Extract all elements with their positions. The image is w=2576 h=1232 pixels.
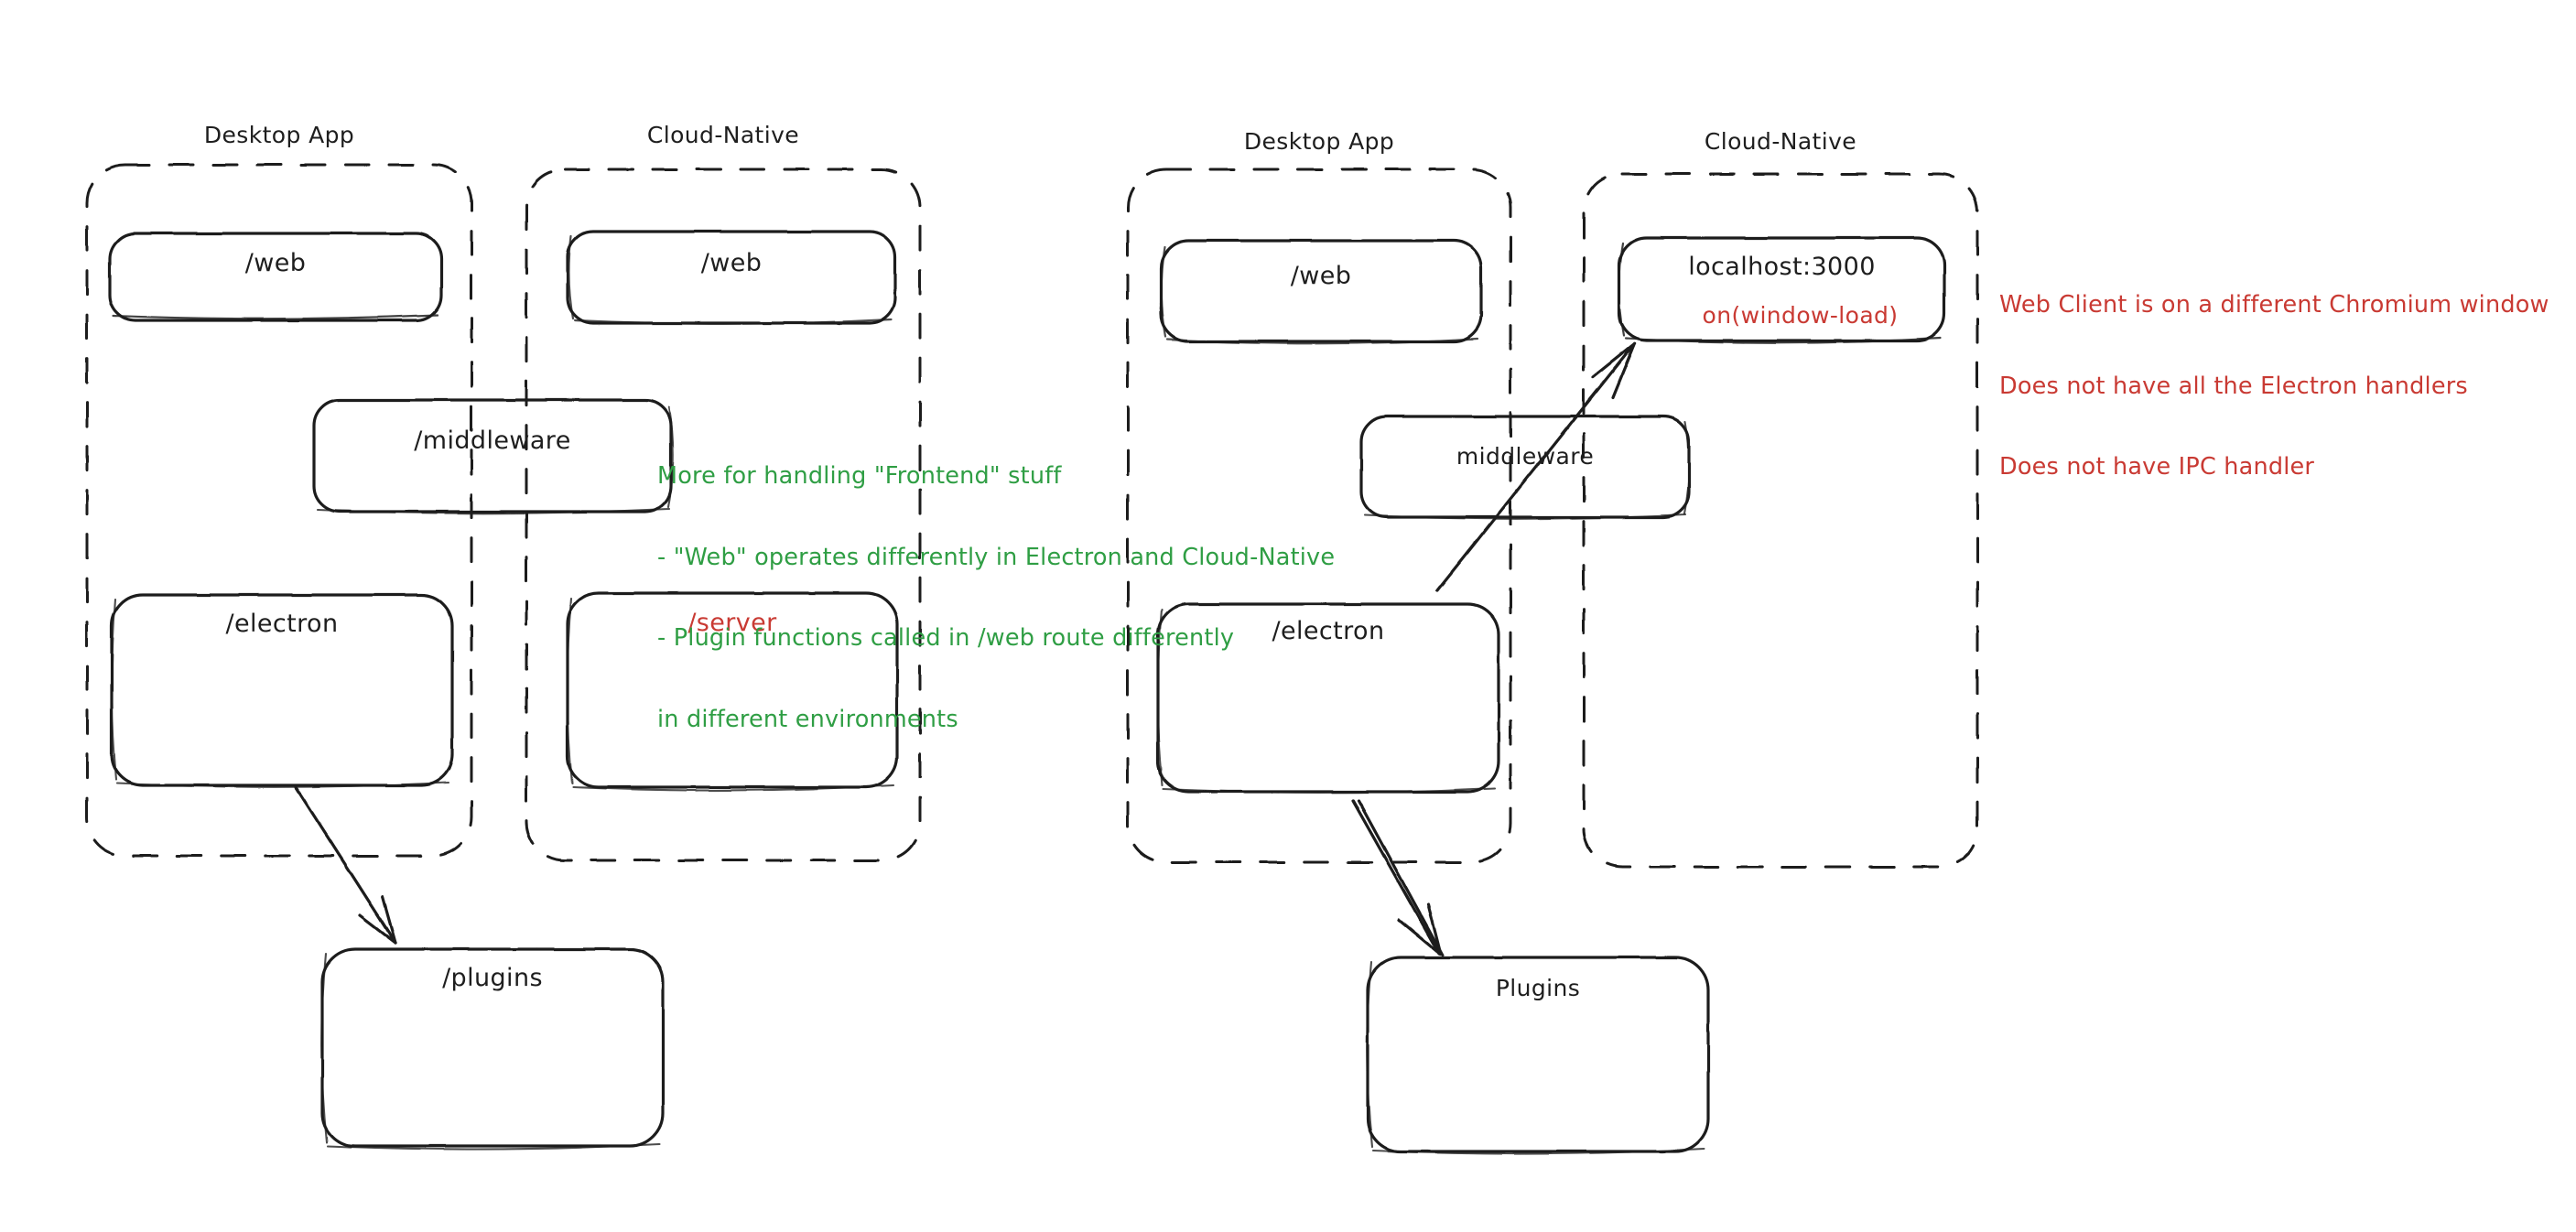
annotation-green-block: More for handling "Frontend" stuff - "We… (657, 409, 1335, 787)
annotation-red-line-1: Web Client is on a different Chromium wi… (1999, 291, 2549, 319)
node-shape-left-cloud-web (566, 230, 897, 325)
node-label-left-electron: /electron (225, 610, 339, 638)
annotation-red-line-2: Does not have all the Electron handlers (1999, 372, 2468, 400)
annotation-red-block: Web Client is on a different Chromium wi… (1999, 238, 2549, 535)
annotation-green-line-3: - Plugin functions called in /web route … (657, 624, 1235, 652)
node-label-right-electron: /electron (1272, 617, 1385, 645)
node-label-left-middleware: /middleware (414, 427, 571, 455)
node-label-left-plugins: /plugins (442, 964, 543, 992)
node-label-right-localhost: localhost:3000 (1688, 253, 1876, 281)
edge-left-electron-to-plugins (294, 785, 397, 945)
annotation-green-line-1: More for handling "Frontend" stuff (657, 462, 1062, 490)
node-label-right-desktop-web: /web (1290, 262, 1352, 290)
node-label-left-cloud-web: /web (700, 249, 763, 277)
node-label-right-plugins: Plugins (1495, 975, 1581, 1001)
edge-right-electron-to-localhost (1435, 341, 1637, 592)
annotation-red-line-3: Does not have IPC handler (1999, 453, 2315, 481)
node-shape-right-desktop-web (1159, 239, 1483, 343)
group-title-left-desktop: Desktop App (203, 122, 355, 148)
node-label-left-desktop-web: /web (244, 249, 307, 277)
group-frame-left-cloud (525, 168, 922, 862)
annotation-green-line-2: - "Web" operates differently in Electron… (657, 543, 1336, 571)
group-title-left-cloud: Cloud-Native (646, 122, 800, 148)
group-frame-right-cloud (1582, 172, 1979, 869)
annotation-green-line-4: in different environments (657, 705, 958, 733)
group-title-right-desktop: Desktop App (1243, 128, 1395, 155)
node-sublabel-right-localhost: on(window-load) (1702, 302, 1899, 329)
node-shape-left-desktop-web (108, 232, 443, 322)
node-label-left-server: /server (687, 609, 777, 637)
node-shape-left-middleware (312, 398, 673, 513)
edge-right-electron-to-plugins (1351, 799, 1445, 957)
group-title-right-cloud: Cloud-Native (1704, 128, 1857, 155)
node-label-right-middleware: middleware (1456, 443, 1595, 470)
